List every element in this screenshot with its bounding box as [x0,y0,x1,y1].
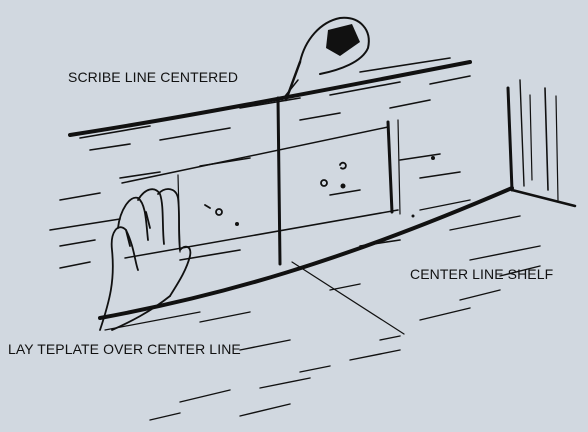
shelf-leader [291,261,405,335]
board-top-edge [68,60,472,137]
scribe-line [276,96,282,266]
center-line-shelf-label: CENTER LINE SHELF [410,266,554,282]
shelf-center-line [98,186,514,320]
hand-drawing [99,188,192,331]
floor-grain [149,199,541,421]
lay-template-label: LAY TEPLATE OVER CENTER LINE [8,341,241,357]
template-holes [204,161,347,216]
scribe-line-label: SCRIBE LINE CENTERED [68,69,239,85]
wall-corner [506,86,514,192]
template-outline [121,119,401,259]
